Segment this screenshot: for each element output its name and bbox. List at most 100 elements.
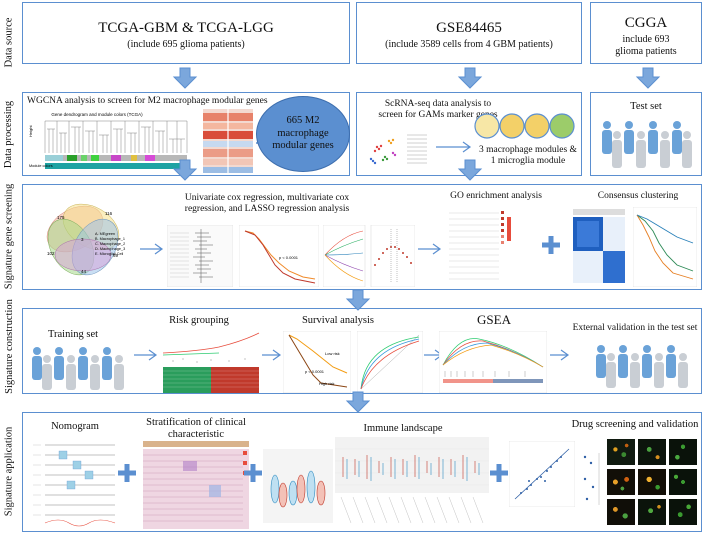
scrna-title: ScRNA-seq data analysis to screen for GA… (378, 99, 498, 120)
module-color-yellow (131, 155, 137, 161)
arrow-wgcna-down (173, 159, 197, 181)
arrow-gse-down (458, 67, 482, 89)
scrna-arrow-icon (436, 141, 472, 153)
clinical-heatmap (143, 441, 249, 529)
application-box: Nomogram Stratification of clinical char… (22, 412, 702, 532)
go-enrichment-chart (449, 211, 511, 280)
fluorescence-images (607, 439, 699, 529)
arrow-cgga-down (636, 67, 660, 89)
risk-arrow-icon (262, 349, 282, 361)
training-arrow-icon (134, 349, 158, 361)
back-people-icon (612, 131, 692, 168)
venn-arrow-icon (140, 243, 164, 255)
training-set-title: Training set (47, 329, 99, 340)
plus-icon-application-1 (118, 464, 136, 482)
venn-label-b: B. Macrophage_1 (95, 237, 125, 241)
fluorescence-image-5 (638, 469, 666, 495)
module-circle-1 (474, 113, 500, 139)
module-circles (474, 113, 575, 139)
venn-num-c: 102 (47, 251, 55, 256)
venn-label-d: D. Macrophage_3 (95, 247, 125, 251)
module-colors-label: Module colors (29, 164, 53, 168)
roc-curve-plot (357, 331, 423, 393)
gsea-arrow-icon (550, 349, 570, 361)
module-circle-3 (524, 113, 550, 139)
fluorescence-image-8 (638, 499, 666, 525)
module-color-green2 (91, 155, 99, 161)
fluorescence-image-2 (638, 439, 666, 465)
nomogram-chart (33, 444, 116, 527)
test-set-people-icons (602, 121, 692, 168)
cgga-title: CGGA (624, 15, 668, 31)
violin-plot (263, 449, 333, 523)
fluorescence-image-1 (607, 439, 635, 465)
module-color-magenta (111, 155, 121, 161)
module-color-green (67, 155, 77, 161)
module-circle-2 (499, 113, 525, 139)
tcga-title: TCGA-GBM & TCGA-LGG (98, 20, 274, 36)
tsne-scatter-plot (369, 134, 427, 165)
test-set-box: Test set (590, 92, 702, 176)
arrow-scrna-down (458, 159, 482, 181)
arrow-construction-down (346, 391, 370, 413)
low-risk-label: Low risk (325, 351, 340, 356)
stratification-title-2: characteristic (168, 429, 224, 440)
wgcna-title: WGCNA analysis to screen for M2 macropha… (27, 96, 268, 106)
tcga-subtitle: (include 695 glioma patients) (127, 39, 245, 50)
test-set-title: Test set (630, 101, 662, 112)
venn-label-a: A. MEgreen (95, 232, 115, 236)
venn-num-d: 69 (113, 253, 119, 258)
immune-landscape-title: Immune landscape (363, 423, 443, 434)
lasso-plots (323, 225, 415, 287)
venn-num-a: 175 (57, 215, 65, 220)
plus-icon-application-3 (490, 464, 508, 482)
dendrogram-chart: Gene dendrogram and module colors (TCGA)… (28, 112, 188, 169)
consensus-clustering-title: Consensus clustering (597, 191, 679, 201)
module-trait-heatmap (203, 109, 253, 173)
cox-arrow-icon (418, 243, 442, 255)
km-pvalue: p < 0.0001 (279, 255, 299, 260)
fluorescence-image-9 (669, 499, 697, 525)
plus-icon-screening (542, 236, 560, 254)
height-axis-label: Height (28, 125, 33, 137)
cgga-source-box: CGGA include 693 glioma patients (590, 2, 702, 64)
construction-box: Training set Risk grouping Survival anal… (22, 308, 702, 394)
tcga-source-box: TCGA-GBM & TCGA-LGG (include 695 glioma … (22, 2, 350, 64)
dendrogram-lines (44, 120, 188, 153)
survival-analysis-title: Survival analysis (301, 315, 375, 326)
gse-subtitle: (include 3589 cells from 4 GBM patients) (385, 39, 553, 50)
module-color-purple (145, 155, 155, 161)
high-risk-label: High risk (319, 381, 335, 386)
module-color-cyan (45, 155, 63, 161)
stratification-title-1: Stratification of clinical (146, 417, 246, 428)
nomogram-title: Nomogram (51, 421, 99, 432)
module-circle-4 (549, 113, 575, 139)
plus-icon-application-2 (244, 464, 262, 482)
survival-pvalue: p < 0.0001 (305, 369, 325, 374)
drug-correlation-plot (509, 441, 575, 507)
km-survival-plot: p < 0.0001 (239, 225, 319, 287)
consensus-heatmap (573, 209, 625, 283)
venn-label-e: E. Microglial Cell (95, 252, 123, 256)
cgga-sub-1: include 693 (622, 34, 670, 45)
fluorescence-image-6 (669, 469, 697, 495)
forest-plot (167, 225, 233, 287)
go-enrichment-title: GO enrichment analysis (450, 191, 542, 201)
cgga-sub-2: glioma patients (615, 46, 677, 57)
arrow-tcga-down (173, 67, 197, 89)
venn-num-center: 3 (81, 237, 84, 242)
gsea-enrichment-plot (439, 331, 547, 393)
module-color-lightgreen (81, 155, 87, 161)
risk-grouping-title: Risk grouping (169, 315, 229, 326)
dendrogram-title: Gene dendrogram and module colors (TCGA) (51, 112, 143, 117)
venn-num-b: 116 (105, 211, 113, 216)
modules-text: 3 macrophage modules & 1 microglia modul… (479, 145, 577, 166)
survival-km-plot: Low risk High risk p < 0.0001 (283, 331, 351, 393)
venn-diagram: 175 116 102 69 44 3 A. MEgreen B. Macrop… (46, 203, 125, 276)
external-people-icons (596, 345, 688, 388)
fluorescence-image-4 (607, 469, 635, 495)
gsea-title: GSEA (477, 312, 511, 327)
external-validation-title: External validation in the test set (572, 323, 698, 333)
risk-grouping-chart (162, 332, 260, 393)
